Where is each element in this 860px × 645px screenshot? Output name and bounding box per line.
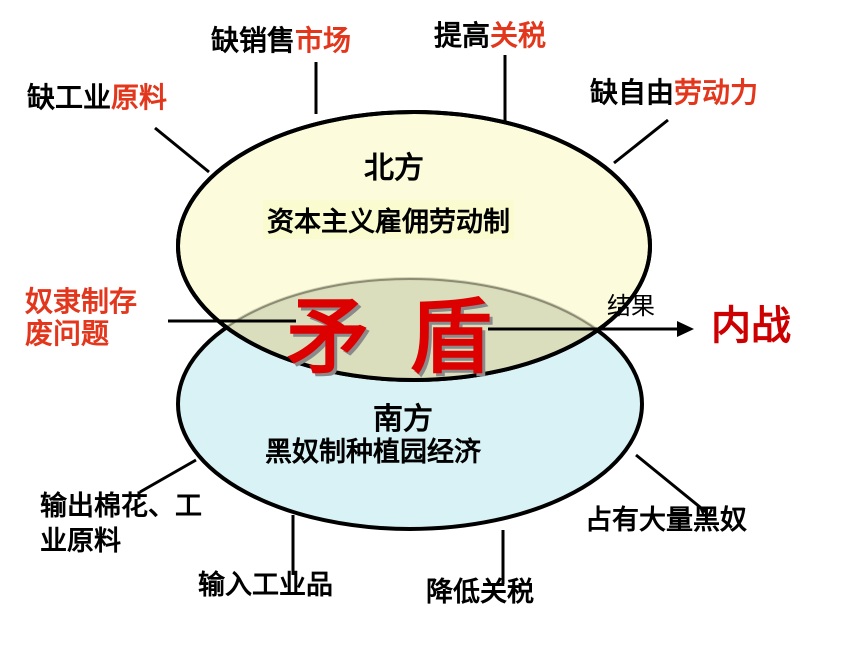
overlap-region xyxy=(178,279,642,380)
north-need-tariff: 提高关税 xyxy=(434,19,547,52)
north-need-highlight: 关税 xyxy=(490,19,547,52)
south-import: 输入工业品 xyxy=(198,570,333,601)
north-need-raw-materials: 缺工业原料 xyxy=(27,81,168,114)
connector-line xyxy=(139,458,197,494)
south-export: 输出棉花、工 业原料 xyxy=(40,489,202,559)
slavery-issue-line2: 废问题 xyxy=(25,317,110,351)
south-ellipse-inner-outline xyxy=(178,278,643,380)
south-slaves: 占有大量黑奴 xyxy=(585,505,747,536)
connector-line xyxy=(635,453,707,514)
conflict-text: 矛 盾 xyxy=(287,289,498,385)
north-system: 资本主义雇佣劳动制 xyxy=(263,200,514,239)
north-need-market: 缺销售市场 xyxy=(211,24,352,57)
north-need-prefix: 缺工业 xyxy=(27,81,112,114)
north-need-prefix: 提高 xyxy=(434,19,491,52)
connector-line xyxy=(154,126,210,174)
south-system: 黑奴制种植园经济 xyxy=(265,437,481,468)
north-need-highlight: 原料 xyxy=(111,81,168,114)
result-arrow-head xyxy=(677,321,694,337)
north-ellipse-outline xyxy=(176,110,652,382)
slavery-issue-line1: 奴隶制存 xyxy=(25,285,138,318)
north-title: 北方 xyxy=(364,151,424,186)
north-need-labor: 缺自由劳动力 xyxy=(590,76,759,109)
connector-line xyxy=(613,118,669,165)
south-tariff: 降低关税 xyxy=(426,577,534,608)
north-need-prefix: 缺销售 xyxy=(211,24,296,57)
south-export-line1: 输出棉花、工 xyxy=(40,491,202,522)
slavery-issue: 奴隶制存 废问题 xyxy=(25,285,138,351)
north-need-prefix: 缺自由 xyxy=(590,76,675,109)
north-need-highlight: 劳动力 xyxy=(674,76,759,109)
south-export-line2: 业原料 xyxy=(40,526,121,558)
north-need-highlight: 市场 xyxy=(295,24,352,57)
south-title: 南方 xyxy=(373,402,433,437)
civil-war-label: 内战 xyxy=(711,303,791,349)
result-label: 结果 xyxy=(607,292,655,320)
